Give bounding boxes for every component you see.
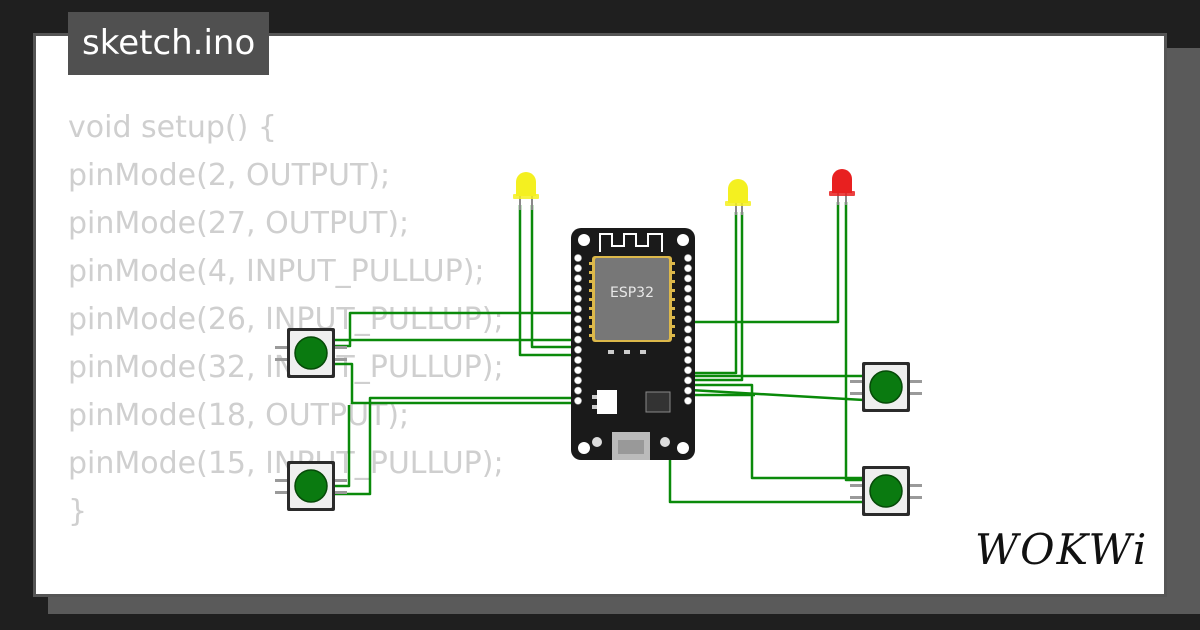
- pushbutton-4[interactable]: [850, 466, 922, 516]
- pin-hole: [574, 254, 582, 262]
- pushbutton-3[interactable]: [850, 362, 922, 412]
- led-yellow-1[interactable]: [513, 172, 539, 210]
- pin-hole: [574, 315, 582, 324]
- pushbutton-1[interactable]: [275, 328, 347, 378]
- led-yellow-2[interactable]: [725, 179, 751, 215]
- pin-hole: [574, 366, 582, 375]
- pin-hole: [574, 396, 582, 405]
- code-line: void setup() {: [68, 110, 277, 145]
- pin-hole: [574, 274, 582, 283]
- wire: [844, 202, 864, 482]
- pin-hole: [684, 356, 692, 364]
- esp32-board[interactable]: ESP32: [571, 228, 695, 460]
- wire: [334, 396, 578, 496]
- pin-hole: [684, 264, 692, 273]
- code-line: void loop() {: [68, 584, 504, 594]
- pin-hole: [574, 284, 582, 293]
- pin-hole: [684, 396, 692, 405]
- pin-hole: [684, 294, 692, 303]
- pin-hole: [684, 345, 692, 354]
- pin-hole: [684, 386, 692, 395]
- wire: [689, 388, 865, 402]
- pin-hole: [684, 335, 692, 344]
- file-tab[interactable]: sketch.ino: [68, 12, 270, 75]
- code-line: }: [68, 494, 88, 529]
- pin-hole: [574, 376, 582, 385]
- pin-hole: [574, 335, 582, 344]
- wire: [334, 405, 351, 488]
- pin-hole: [574, 325, 582, 334]
- code-line: pinMode(27, OUTPUT);: [68, 206, 410, 241]
- wire: [518, 205, 578, 357]
- chip-label: ESP32: [610, 285, 654, 301]
- pin-hole: [684, 274, 692, 283]
- pin-hole: [574, 264, 582, 273]
- pin-hole: [574, 386, 582, 395]
- pin-hole: [684, 376, 692, 385]
- pin-hole: [684, 325, 692, 334]
- code-line: pinMode(4, INPUT_PULLUP);: [68, 254, 485, 289]
- led-red[interactable]: [829, 169, 855, 205]
- wokwi-logo: WOKWi: [975, 525, 1149, 574]
- pin-hole: [684, 254, 692, 262]
- code-line: pinMode(2, OUTPUT);: [68, 158, 391, 193]
- pin-hole: [574, 356, 582, 364]
- wire: [690, 212, 738, 375]
- pin-hole: [684, 284, 692, 293]
- pin-hole: [684, 305, 692, 313]
- pin-hole: [574, 345, 582, 354]
- pin-hole: [574, 294, 582, 303]
- pin-hole: [684, 366, 692, 375]
- wire: [334, 362, 578, 405]
- wire: [690, 383, 864, 480]
- wire: [690, 212, 744, 382]
- code-line: pinMode(18, OUTPUT);: [68, 398, 410, 433]
- pushbutton-2[interactable]: [275, 461, 347, 511]
- wire: [668, 440, 864, 504]
- wire: [530, 205, 578, 349]
- pin-hole: [574, 305, 582, 313]
- pin-hole: [684, 315, 692, 324]
- wire: [690, 202, 840, 324]
- code-preview: void setup() { pinMode(2, OUTPUT); pinMo…: [68, 104, 504, 594]
